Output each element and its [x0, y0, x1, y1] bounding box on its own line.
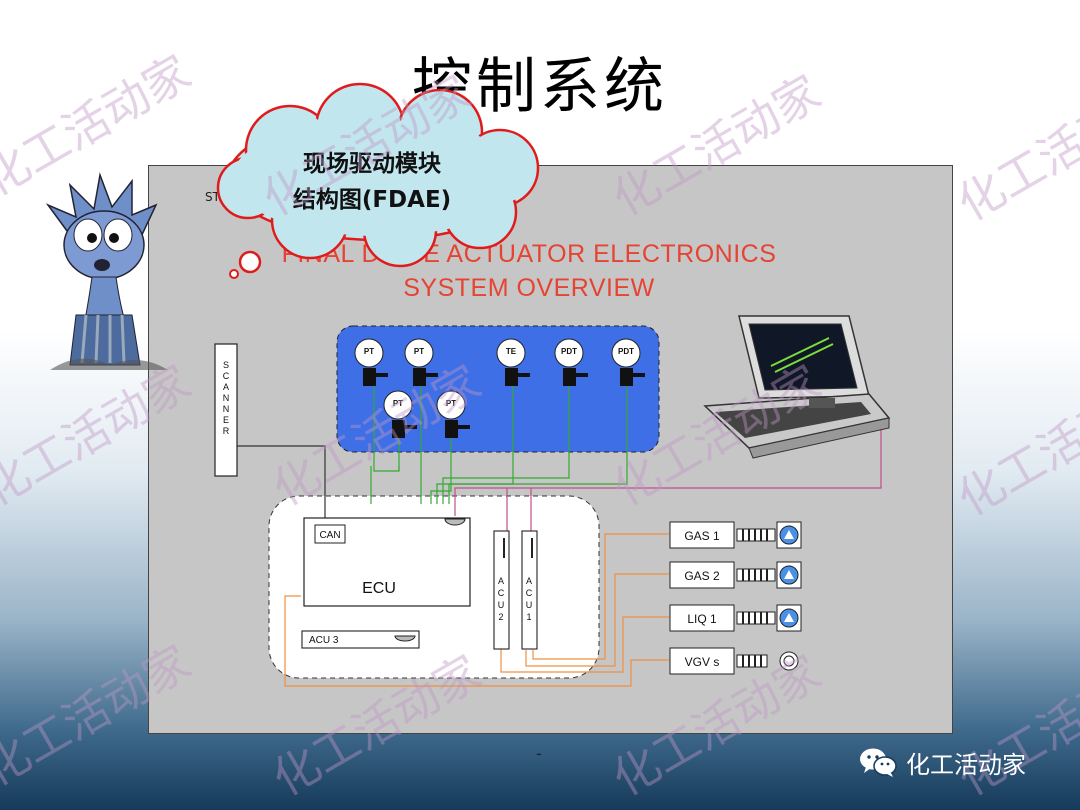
- acu3-label: ACU 3: [309, 635, 339, 646]
- cartoon-character: [45, 172, 168, 370]
- svg-text:VGV s: VGV s: [685, 655, 720, 669]
- callout-line1: 现场驱动模块: [303, 151, 441, 177]
- pressure-gauge-icon: [404, 338, 438, 386]
- diagram-panel: ST FINAL DRIVE ACTUATOR ELECTRONICS SYST…: [148, 165, 953, 734]
- vgvs-actuator: VGV s: [669, 647, 799, 675]
- ecu-connector: [444, 518, 466, 526]
- sensor-pdt-1: PDT: [552, 338, 596, 394]
- diagram-heading-line2: SYSTEM OVERVIEW: [403, 274, 655, 302]
- page-number: -: [536, 744, 542, 763]
- pressure-gauge-icon: [611, 338, 645, 386]
- acu3-connector: [394, 635, 416, 642]
- pressure-gauge-icon: [554, 338, 588, 386]
- orange-wires: [284, 533, 669, 687]
- sensor-label: PT: [445, 399, 457, 408]
- brand-name: 化工活动家: [906, 750, 1026, 779]
- sensor-label: PT: [413, 347, 425, 356]
- magenta-wires: [454, 416, 882, 531]
- bubble-dot-small: [229, 269, 239, 279]
- brand: 化工活动家: [858, 744, 1026, 780]
- sensor-pt-2: PT: [402, 338, 446, 394]
- scanner-wire: [237, 445, 326, 518]
- green-wires: [370, 376, 628, 504]
- acu3-box: [301, 630, 420, 649]
- sensor-te: TE: [494, 338, 538, 394]
- pressure-gauge-icon: [436, 390, 470, 438]
- sensor-label: TE: [505, 347, 517, 356]
- liq1-actuator: LIQ 1: [669, 604, 802, 632]
- bubble-dot-large: [238, 250, 262, 274]
- wechat-icon: [860, 748, 897, 777]
- sensor-label: PT: [392, 399, 404, 408]
- acu2-box: [493, 530, 510, 650]
- temperature-gauge-icon: [496, 338, 530, 386]
- svg-text:GAS 2: GAS 2: [684, 569, 720, 583]
- panel-subtitle-fragment: ST: [205, 190, 220, 204]
- laptop-icon: [703, 315, 891, 459]
- can-box: [314, 524, 346, 544]
- acu1-box: [521, 530, 538, 650]
- gas1-actuator: GAS 1: [669, 521, 802, 549]
- sensor-pt-4: PT: [434, 390, 478, 446]
- sensor-pdt-2: PDT: [609, 338, 653, 394]
- pressure-gauge-icon: [383, 390, 417, 438]
- sensor-label: PT: [363, 347, 375, 356]
- sensor-pt-3: PT: [381, 390, 425, 446]
- pressure-gauge-icon: [354, 338, 388, 386]
- gas2-actuator: GAS 2: [669, 561, 802, 589]
- diagram-heading-line1: FINAL DRIVE ACTUATOR ELECTRONICS: [281, 240, 777, 268]
- callout-line2: 结构图(FDAE): [292, 187, 452, 213]
- svg-text:GAS 1: GAS 1: [684, 529, 720, 543]
- can-label: CAN: [319, 530, 340, 541]
- scanner-box: [214, 343, 238, 477]
- sensor-label: PDT: [561, 347, 577, 356]
- ecu-label: ECU: [362, 580, 396, 597]
- sensor-label: PDT: [618, 347, 634, 356]
- svg-text:LIQ 1: LIQ 1: [687, 612, 717, 626]
- sensor-pt-1: PT: [352, 338, 396, 394]
- callout-text: 现场驱动模块 结构图(FDAE): [262, 146, 482, 218]
